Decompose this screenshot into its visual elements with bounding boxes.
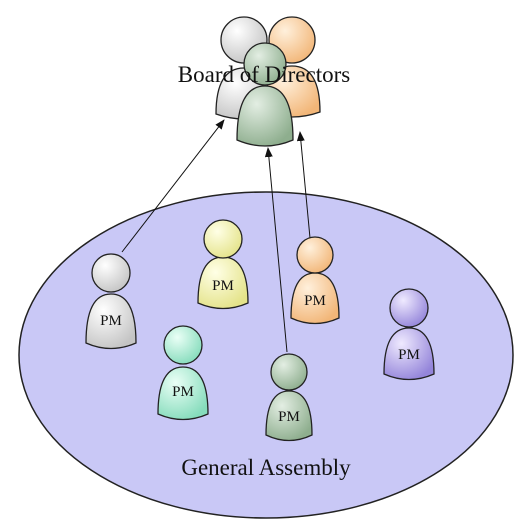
pm-member-teal: PM (157, 325, 209, 421)
arrow-orange-to-board (296, 131, 311, 239)
pm-member-yellow: PM (197, 219, 249, 310)
board-of-directors-label: Board of Directors (178, 62, 350, 87)
arrows (121, 119, 311, 353)
pm-label: PM (304, 293, 326, 309)
pm-label: PM (278, 409, 300, 425)
general-assembly-label: General Assembly (181, 455, 351, 480)
arrow-gray-to-board (121, 119, 225, 253)
pm-label: PM (172, 384, 194, 400)
pm-member-green: PM (265, 353, 313, 442)
pm-member-gray: PM (85, 253, 137, 350)
arrow-green-to-board (264, 147, 288, 353)
board-of-directors-group: Board of Directors (178, 16, 350, 147)
pm-label: PM (398, 347, 420, 363)
pm-label: PM (100, 313, 122, 329)
pm-label: PM (212, 278, 234, 294)
pm-member-purple: PM (383, 288, 435, 381)
pm-member-orange: PM (290, 236, 340, 325)
board-member-green (236, 42, 294, 147)
general-assembly-ellipse (18, 191, 514, 519)
